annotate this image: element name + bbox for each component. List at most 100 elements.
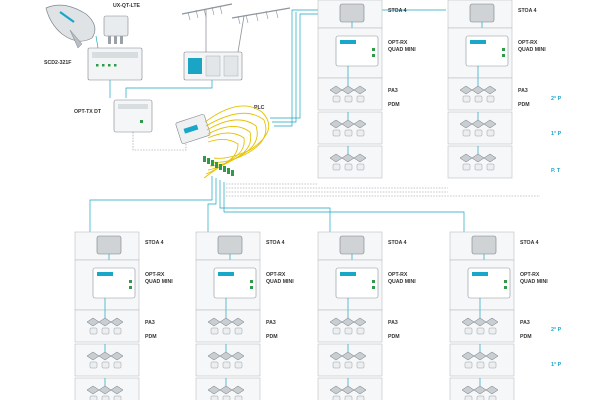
tap-icon <box>86 317 124 327</box>
pa3-label: PA3 <box>520 320 530 326</box>
wall-outlet-icon <box>476 361 485 369</box>
rx-label-line2: QUAD MINI <box>145 279 173 285</box>
tap-icon <box>86 351 124 361</box>
wall-outlet-icon <box>356 327 365 335</box>
pa3-label: PA3 <box>518 88 528 94</box>
stoa-antenna-icon <box>339 235 365 255</box>
wall-outlet-icon <box>332 129 341 137</box>
wall-outlet-icon <box>356 163 365 171</box>
wall-outlet-icon <box>488 361 497 369</box>
wall-outlet-icon <box>486 163 495 171</box>
rx-label-line1: OPT-RX <box>145 272 165 278</box>
wall-outlet-icon <box>234 361 243 369</box>
floor-box <box>317 77 383 111</box>
floor-box <box>195 309 261 343</box>
headend-icon <box>183 51 243 81</box>
optical-receiver-icon <box>335 35 379 67</box>
stoa-antenna-icon <box>339 3 365 23</box>
wall-outlet-icon <box>344 129 353 137</box>
floor-box <box>74 309 140 343</box>
optical-receiver-icon <box>467 267 511 299</box>
wall-outlet-icon <box>462 163 471 171</box>
stoa-antenna-icon <box>469 3 495 23</box>
stoa-antenna-icon <box>217 235 243 255</box>
wall-outlet-icon <box>464 361 473 369</box>
pa3-label: PA3 <box>145 320 155 326</box>
terrestrial-antenna-icon <box>181 3 291 53</box>
wall-outlet-icon <box>464 395 473 400</box>
wall-outlet-icon <box>474 95 483 103</box>
wall-outlet-icon <box>356 129 365 137</box>
optical-receiver-icon <box>465 35 509 67</box>
rx-label-line1: OPT-RX <box>388 40 408 46</box>
wall-outlet-icon <box>210 327 219 335</box>
rx-label-line1: OPT-RX <box>520 272 540 278</box>
rx-label-line1: OPT-RX <box>266 272 286 278</box>
pdm-label: PDM <box>388 102 400 108</box>
wall-outlet-icon <box>89 327 98 335</box>
rx-label-line1: OPT-RX <box>388 272 408 278</box>
wall-outlet-icon <box>356 361 365 369</box>
floor-labels-bottom: 2° P 1° P <box>551 327 562 368</box>
tap-icon <box>329 317 367 327</box>
wall-outlet-icon <box>474 129 483 137</box>
floor-label-2p: 2° P <box>551 96 562 102</box>
lnb-icon <box>103 15 129 44</box>
wall-outlet-icon <box>332 163 341 171</box>
stoa-antenna-icon <box>96 235 122 255</box>
wall-outlet-icon <box>462 95 471 103</box>
wall-outlet-icon <box>113 361 122 369</box>
wall-outlet-icon <box>210 361 219 369</box>
floor-box <box>74 343 140 377</box>
tap-icon <box>207 317 245 327</box>
rx-label-line1: OPT-RX <box>518 40 538 46</box>
pdm-label: PDM <box>518 102 530 108</box>
tap-icon <box>461 385 499 395</box>
stoa-label: STOA 4 <box>518 8 537 14</box>
wall-outlet-icon <box>113 395 122 400</box>
wall-outlet-icon <box>234 395 243 400</box>
stoa-antenna-icon <box>471 235 497 255</box>
wall-outlet-icon <box>222 327 231 335</box>
wall-outlet-icon <box>486 95 495 103</box>
wall-outlet-icon <box>344 395 353 400</box>
floor-box <box>195 343 261 377</box>
tap-icon <box>461 317 499 327</box>
plc-splitter-icon <box>175 114 211 144</box>
wall-outlet-icon <box>234 327 243 335</box>
tap-icon <box>207 351 245 361</box>
wall-outlet-icon <box>332 95 341 103</box>
wall-outlet-icon <box>344 163 353 171</box>
stoa-label: STOA 4 <box>145 240 164 246</box>
tap-icon <box>459 85 497 95</box>
rx-label-line2: QUAD MINI <box>520 279 548 285</box>
pa3-label: PA3 <box>266 320 276 326</box>
tap-icon <box>329 351 367 361</box>
fiber-bundle <box>203 105 270 179</box>
wall-outlet-icon <box>101 327 110 335</box>
optical-receiver-icon <box>335 267 379 299</box>
wall-outlet-icon <box>476 395 485 400</box>
pdm-label: PDM <box>266 334 278 340</box>
tap-icon <box>459 119 497 129</box>
floor-box <box>317 309 383 343</box>
lnb-label: UX-QT-LTE <box>113 3 141 9</box>
pa3-label: PA3 <box>388 320 398 326</box>
wall-outlet-icon <box>222 395 231 400</box>
wall-outlet-icon <box>488 327 497 335</box>
wall-outlet-icon <box>462 129 471 137</box>
tap-icon <box>329 385 367 395</box>
floor-box <box>449 309 515 343</box>
stoa-label: STOA 4 <box>388 240 407 246</box>
optical-receiver-icon <box>92 267 136 299</box>
wall-outlet-icon <box>476 327 485 335</box>
wall-outlet-icon <box>474 163 483 171</box>
floor-box <box>447 77 513 111</box>
